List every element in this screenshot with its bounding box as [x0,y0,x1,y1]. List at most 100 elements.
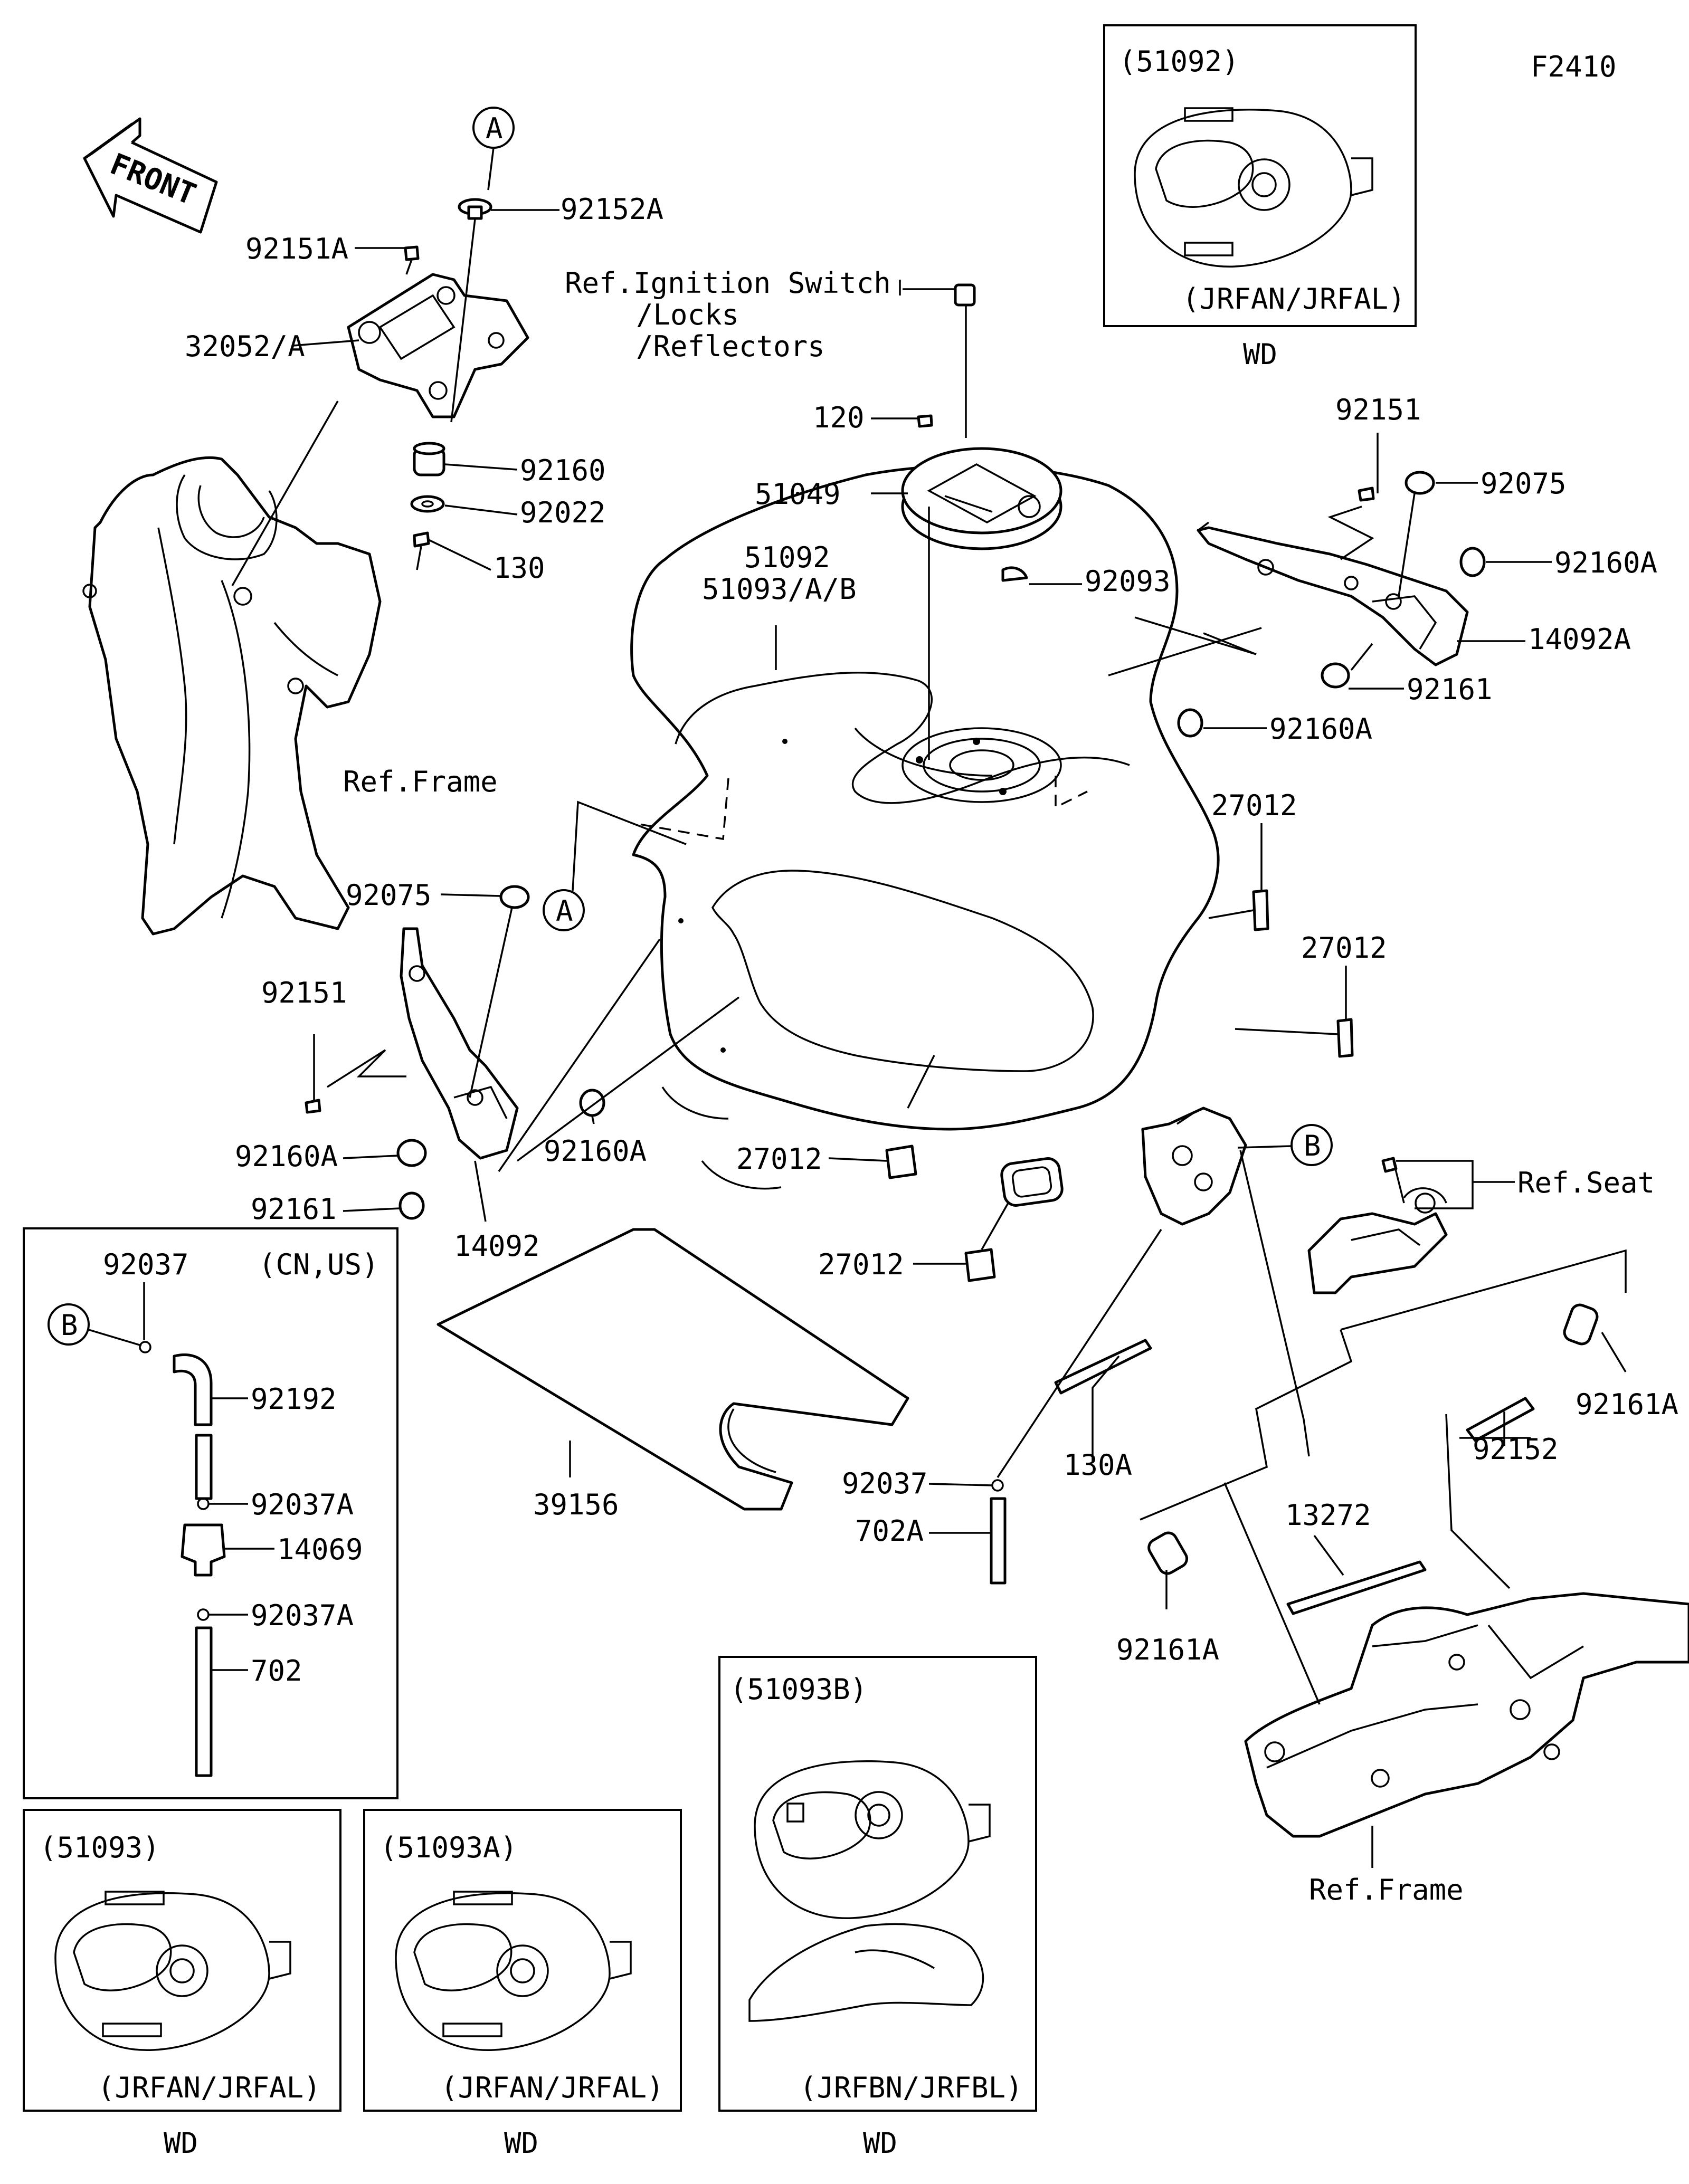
insulator-39156 [437,1228,909,1511]
fuel-tank [630,464,1220,1207]
svg-text:B: B [1304,1129,1321,1162]
cap-92075-r [1405,471,1435,495]
seat-lock [1307,1157,1448,1294]
front-arrow-icon: FRONT [83,117,218,234]
ref-ignition-1: Ref.Ignition Switch [565,266,891,300]
svg-text:WD: WD [863,2126,897,2160]
inset-label-702: 702 [251,1654,302,1687]
svg-text:B: B [61,1309,78,1342]
label-92160: 92160 [520,454,606,487]
label-130A: 130A [1064,1448,1132,1482]
inset-label-14069: 14069 [277,1533,363,1566]
label-27012-2: 27012 [1301,931,1387,965]
label-130: 130 [494,551,545,585]
svg-text:(JRFAN/JRFAL): (JRFAN/JRFAL) [441,2071,664,2104]
svg-text:WD: WD [504,2126,538,2160]
filler-cap-51049 [901,447,1062,550]
label-92160A-l1: 92160A [235,1140,338,1173]
ref-frame-left: Ref.Frame [343,765,498,798]
label-51092: 51092 [744,541,830,574]
cap-92075-l [499,885,530,909]
bracket-14092A [1197,521,1469,666]
label-92160A-r1: 92160A [1554,546,1657,579]
svg-text:(CN,US): (CN,US) [259,1248,379,1281]
svg-text:A: A [486,112,503,145]
bolt-92151A [404,245,420,275]
bolt-92151-r [1358,487,1375,502]
svg-text:WD: WD [164,2126,198,2160]
bolt-130 [413,531,430,570]
label-92022: 92022 [520,496,606,529]
label-92075-l: 92075 [346,879,432,912]
bracket-14092 [400,927,519,1160]
pad-27012-3 [885,1145,917,1179]
damper-92161-l [398,1191,425,1220]
damper-92160A-l1 [396,1139,427,1167]
variant-51092-part: (51092) [1119,45,1239,78]
pad-27012-2 [1336,1018,1354,1058]
bracket-32052 [347,273,529,418]
ref-ignition-3: /Reflectors [636,330,825,363]
marker-b-main: B [1237,1124,1333,1166]
seal-92093 [1001,566,1028,582]
strap-13272 [1286,1560,1427,1615]
inset-label-92037: 92037 [103,1248,189,1281]
label-120: 120 [813,401,865,434]
grommet-92161A-1 [1563,1303,1599,1346]
ref-ignition-2: /Locks [636,298,739,331]
damper-92160 [413,442,445,476]
label-92160A-l2: 92160A [544,1134,647,1168]
frame-neck [82,456,382,936]
variant-box-51093A: (51093A) (JRFAN/JRFAL) WD [363,1809,682,2160]
svg-text:(JRFAN/JRFAL): (JRFAN/JRFAL) [98,2071,321,2104]
label-92161-r: 92161 [1407,673,1493,706]
label-32052A: 32052/A [185,330,305,363]
label-92075-r: 92075 [1481,467,1567,500]
label-92161-l: 92161 [251,1193,337,1226]
collar-92152A [458,198,492,220]
variant-box-51092: (51092) (JRFAN/JRFAL) WD [1103,24,1417,371]
svg-text:A: A [556,894,573,928]
variant-box-51093B: (51093B) (JRFBN/JRFBL) WD [718,1656,1037,2160]
svg-text:(51093A): (51093A) [380,1831,517,1864]
tank-rear-bracket [1141,1107,1247,1226]
tail-frame [1244,1592,1689,1838]
inset-label-92037A-1: 92037A [251,1488,354,1521]
variant-51092-market: WD [1243,338,1277,371]
label-39156: 39156 [533,1488,619,1521]
figure-code: F2410 [1531,50,1617,83]
grommet-92161A-2 [1147,1531,1188,1575]
marker-a-top: A [472,107,515,190]
inset-label-92192: 92192 [251,1382,337,1416]
marker-b-inset: B [48,1303,90,1346]
bolt-92151-l [305,1099,321,1114]
label-92151-r: 92151 [1335,393,1421,426]
label-92151A: 92151A [245,232,348,265]
label-702A: 702A [855,1514,924,1548]
pad-27012-4 [964,1248,996,1282]
label-92152: 92152 [1473,1433,1559,1466]
label-92152A: 92152A [561,193,663,226]
svg-text:(JRFBN/JRFBL): (JRFBN/JRFBL) [800,2071,1023,2104]
bolt-130A [1054,1339,1152,1395]
label-92160A-r2: 92160A [1269,712,1372,746]
label-92161A-2: 92161A [1116,1633,1219,1666]
damper-92160A-r1 [1459,547,1486,577]
label-92151-l: 92151 [261,976,347,1009]
label-27012-1: 27012 [1211,789,1297,822]
hose-702A [990,1479,1007,1585]
damper-92160A-r2 [1177,708,1203,738]
washer-92022 [410,495,445,513]
svg-text:(51093): (51093) [40,1831,160,1864]
pad-27012-1 [1252,889,1269,931]
damper-92161-r [1321,662,1350,689]
label-27012-3: 27012 [736,1142,822,1176]
label-51049: 51049 [755,478,841,511]
ref-frame-right: Ref.Frame [1309,1873,1464,1906]
label-13272: 13272 [1285,1499,1371,1532]
label-51093AB: 51093/A/B [702,573,857,606]
label-92093: 92093 [1085,565,1171,598]
variant-51092-models: (JRFAN/JRFAL) [1182,282,1406,316]
